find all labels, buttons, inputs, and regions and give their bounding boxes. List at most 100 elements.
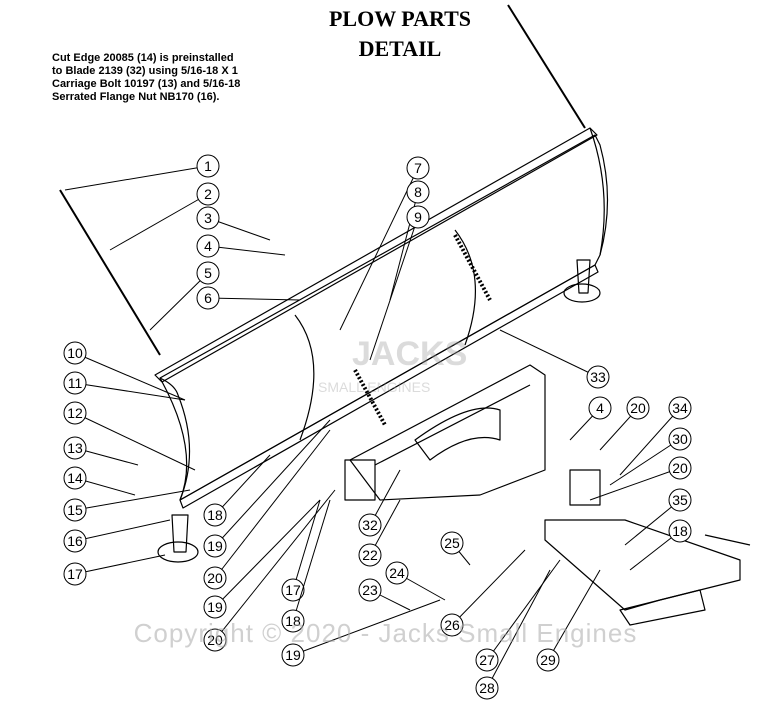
note-line: Carriage Bolt 10197 (13) and 5/16-18 [52,78,241,90]
callout-balloon [668,456,692,480]
callout-number: 1 [204,158,212,174]
callout-balloon [536,648,560,672]
blade-curve-line [454,229,477,346]
callout-balloon [281,643,305,667]
note-line: Cut Edge 20085 (14) is preinstalled [52,52,234,64]
callout-number: 19 [285,647,301,663]
callout-number: 18 [207,507,223,523]
callout-balloon [63,529,87,553]
callout-balloon [281,609,305,633]
a-frame-inner [374,384,531,466]
callout-leader [486,559,561,661]
callout-leader [369,216,419,361]
watermark: JACKS SMALL ENGINES [318,335,467,395]
callout-number: 7 [414,160,422,176]
callout-balloon [668,427,692,451]
callout-number: 19 [207,599,223,615]
callout-number: 18 [672,523,688,539]
callout-number: 8 [414,184,422,200]
callout-leader [624,499,681,546]
callout-balloon [63,466,87,490]
callout-leader [74,554,166,575]
callout-leader [207,245,286,256]
callout-balloon [440,531,464,555]
diagram-title-line-1: PLOW PARTS [328,6,472,31]
callout-leader [292,499,321,591]
callout-leader [214,499,321,608]
callout-balloon [63,436,87,460]
callout-balloon [358,543,382,567]
callout-leader [589,467,681,501]
callout-number: 16 [67,533,83,549]
callout-number: 6 [204,290,212,306]
left-marker-rod [59,189,161,356]
callout-leader [609,438,681,486]
callout-number: 24 [389,565,405,581]
callout-number: 23 [362,582,378,598]
callout-number: 34 [672,400,688,416]
callout-balloon [203,534,227,558]
callout-leader [74,382,186,401]
callout-number: 33 [590,369,606,385]
callout-number: 17 [285,582,301,598]
callout-balloon [63,562,87,586]
callout-balloon [358,578,382,602]
callout-balloon [406,156,430,180]
callout-number: 22 [362,547,378,563]
callout-number: 12 [67,405,83,421]
callout-number: 10 [67,345,83,361]
hitch-arm [619,589,706,626]
callout-balloon [281,578,305,602]
callout-leader [214,454,271,516]
callout-leader [547,569,601,661]
callout-number: 5 [204,265,212,281]
callout-number: 28 [479,680,495,696]
callout-balloon [196,286,220,310]
watermark-sub: SMALL ENGINES [318,379,430,395]
callout-leader [109,193,209,251]
left-skid-shoe [157,541,199,563]
copyright-watermark: Copyright © 2020 - Jacks Small Engines [133,618,638,648]
callout-balloon [63,341,87,365]
callout-number: 27 [479,652,495,668]
callout-leader [499,329,599,378]
callout-balloon [63,401,87,425]
pivot-plate [414,407,501,461]
callout-number: 20 [207,632,223,648]
callout-balloon [196,234,220,258]
callout-balloon [668,396,692,420]
callout-balloon [196,182,220,206]
blade-curve-line [294,314,315,441]
right-skid-post [576,259,591,294]
blade-cut-edge [179,264,599,509]
callout-balloon [406,205,430,229]
callout-number: 25 [444,535,460,551]
center-bracket [344,459,376,501]
callout-balloon [63,498,87,522]
callout-balloon [475,676,499,700]
callout-leader [74,412,196,471]
spring-left [353,369,387,426]
note-line: Serrated Flange Nut NB170 (16). [52,91,220,103]
callout-balloon [668,519,692,543]
right-marker-rod [507,4,586,129]
callout-leader [292,599,441,656]
callout-leader [74,519,171,542]
spring-right [453,234,492,301]
callout-balloon [588,396,612,420]
callout-balloon [63,371,87,395]
callout-balloon [203,628,227,652]
a-frame [349,364,546,501]
callout-leader [74,489,191,511]
callout-balloon [668,488,692,512]
callout-leader [339,167,419,331]
callout-leader [74,352,186,401]
blade-body [159,134,609,501]
callout-balloon [203,503,227,527]
callout-number: 32 [362,517,378,533]
callout-balloon [440,613,464,637]
callout-number: 18 [285,613,301,629]
callout-leader [64,165,209,191]
callout-number: 20 [630,400,646,416]
